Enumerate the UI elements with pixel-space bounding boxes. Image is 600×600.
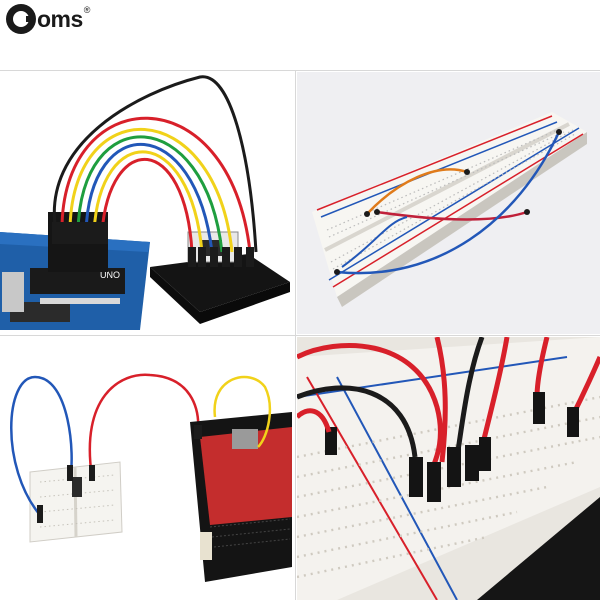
logo-mark-icon (6, 4, 36, 34)
top-divider (0, 70, 600, 71)
coms-logo: oms ® (6, 4, 90, 34)
photo-arduino-breadboard: UNO (0, 72, 294, 334)
logo-text: oms (37, 6, 83, 32)
photo-breadboard-closeup (297, 337, 600, 600)
photo-mini-breadboard-board (0, 337, 294, 600)
registered-mark: ® (83, 5, 91, 15)
photo-long-breadboard (297, 72, 600, 334)
svg-text:UNO: UNO (100, 270, 120, 280)
middle-divider (0, 335, 600, 336)
